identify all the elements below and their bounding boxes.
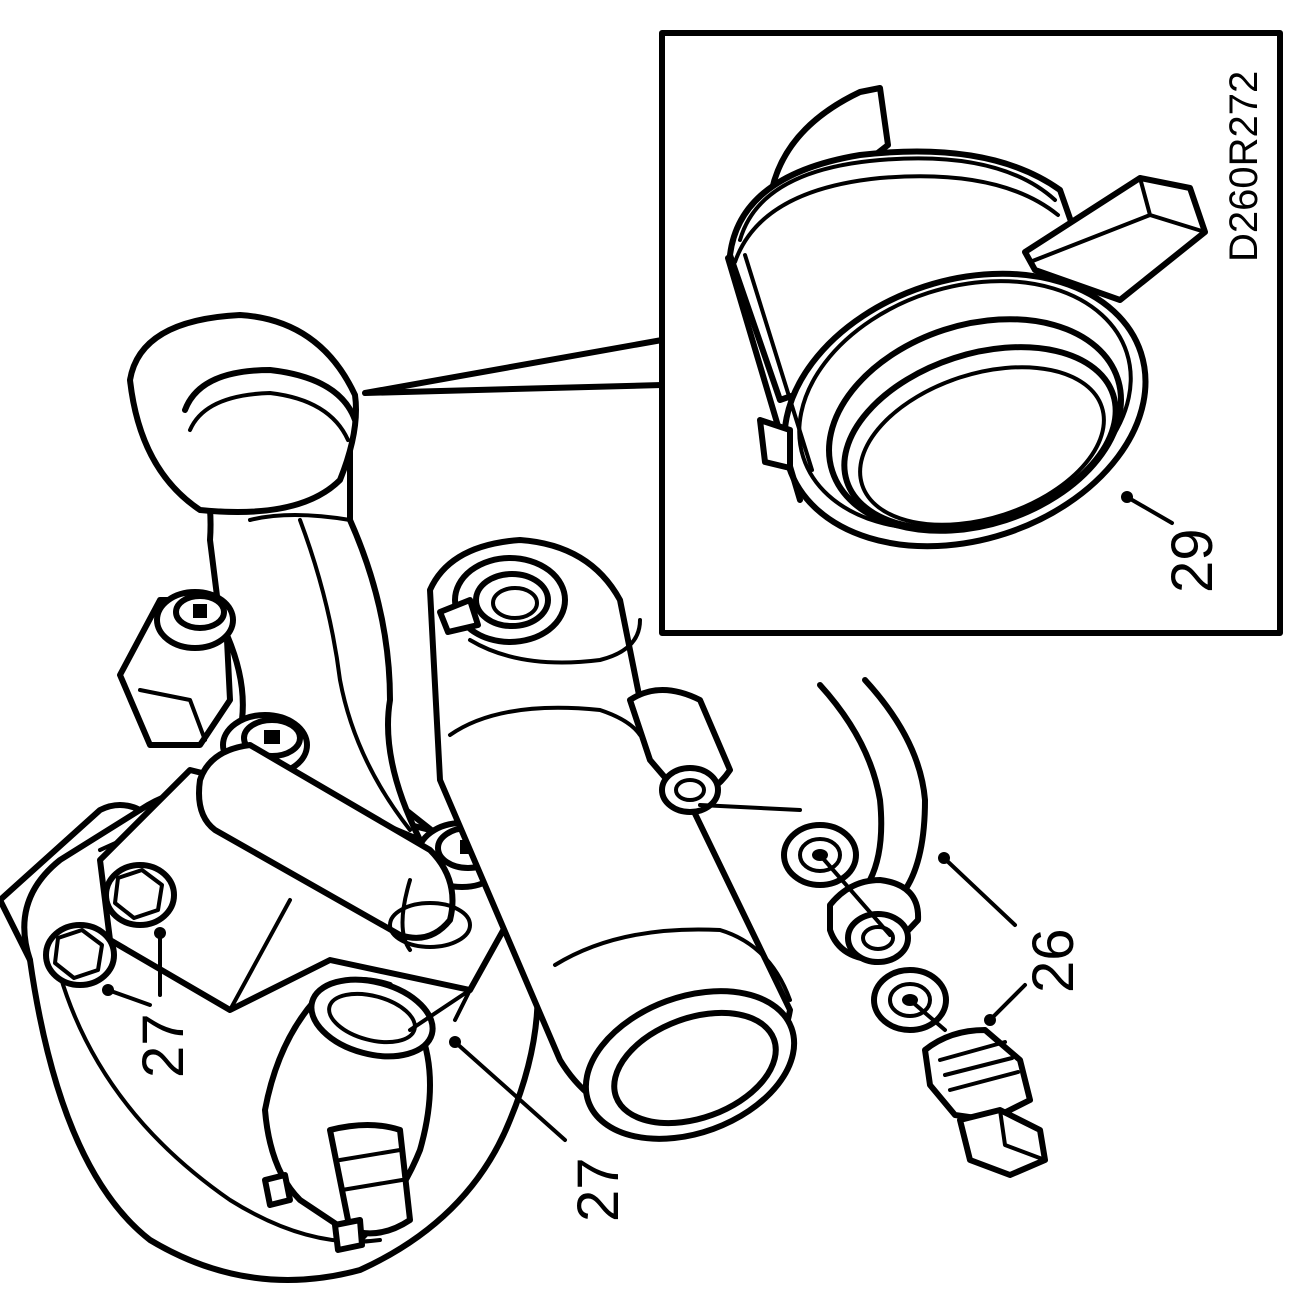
bolt-top-left — [154, 589, 236, 651]
figure-code: D260R272 — [1222, 71, 1266, 262]
inset-detail: 29 D260R272 — [362, 30, 1283, 636]
seal-ring-part — [725, 85, 1208, 550]
callout-26-label: 26 — [1021, 928, 1086, 993]
callout-27-bottom: 27 — [449, 1036, 631, 1222]
suction-flange — [127, 312, 359, 515]
drain-plug-upper — [103, 862, 177, 928]
callout-29: 29 — [1121, 491, 1225, 593]
callout-29-label: 29 — [1160, 528, 1225, 593]
oil-pump-assembly — [0, 312, 1048, 1283]
callout-27-left-label: 27 — [131, 1013, 196, 1078]
callout-26: 26 — [938, 852, 1086, 1026]
oil-delivery-pipe — [817, 677, 928, 965]
drain-plug-lower — [43, 922, 117, 988]
inset-pointer — [362, 337, 665, 396]
inset-frame — [659, 30, 1283, 636]
callout-27-bottom-label: 27 — [566, 1157, 631, 1222]
callout-27-left: 27 — [102, 927, 196, 1078]
banjo-bolt — [922, 1027, 1048, 1178]
oil-line-port — [627, 687, 733, 815]
